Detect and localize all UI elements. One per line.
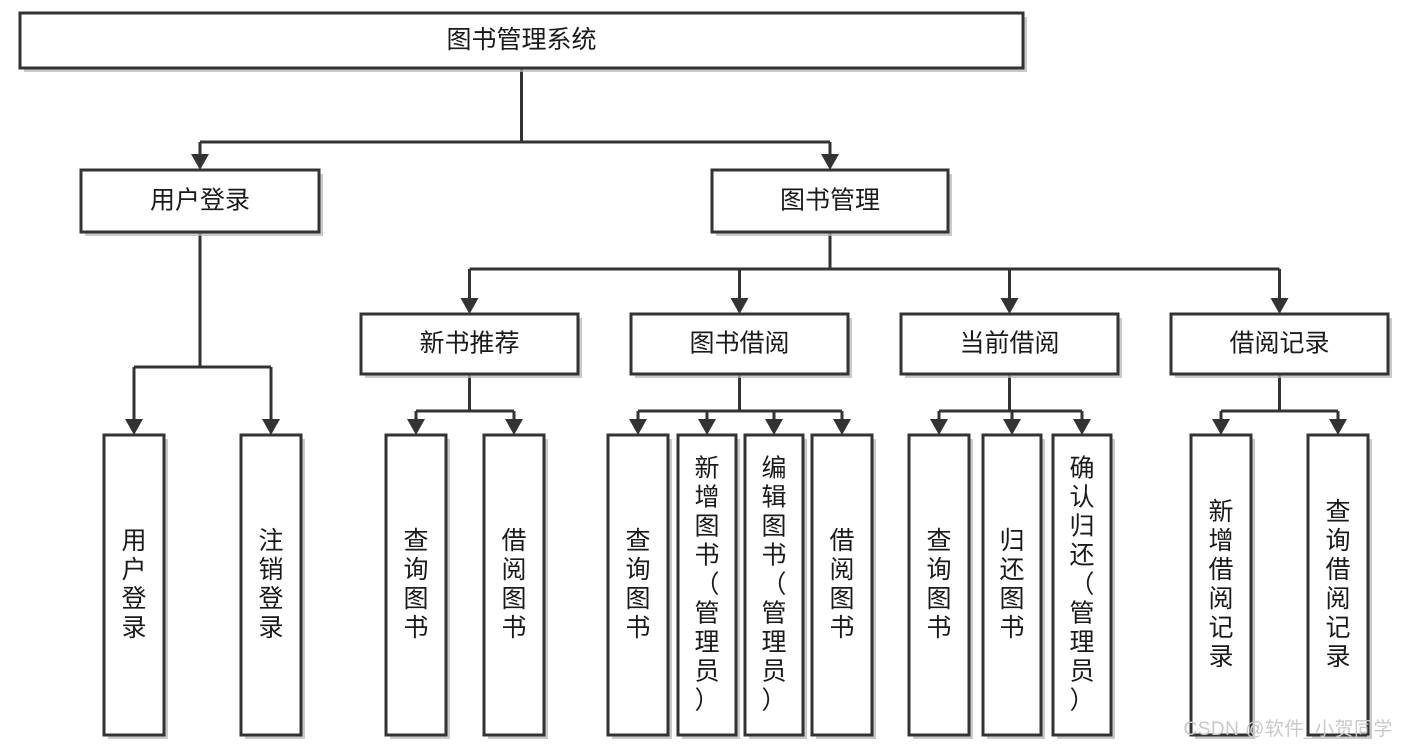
node-box[interactable] bbox=[1051, 433, 1113, 737]
arrow-head-icon bbox=[125, 419, 143, 435]
node-user-login[interactable]: 用户登录 bbox=[79, 168, 323, 236]
arrow-head-icon bbox=[505, 419, 523, 435]
node-box[interactable] bbox=[676, 433, 738, 737]
node-label: 查询图书 bbox=[625, 527, 650, 642]
node-box[interactable] bbox=[907, 433, 971, 737]
arrow-head-icon bbox=[1270, 298, 1289, 314]
arrow-head-icon bbox=[1073, 419, 1091, 435]
node-box[interactable] bbox=[981, 433, 1043, 737]
node-root[interactable]: 图书管理系统 bbox=[18, 11, 1027, 72]
node-label: 新增借阅记录 bbox=[1208, 498, 1233, 671]
node-label: 注销登录 bbox=[258, 527, 283, 642]
arrow-head-icon bbox=[407, 419, 425, 435]
node-leaf-borrow-lend[interactable]: 借阅图书 bbox=[810, 433, 876, 739]
node-label: 确认归还（管理员） bbox=[1069, 455, 1094, 715]
node-leaf-borrow-add[interactable]: 新增图书（管理员） bbox=[676, 433, 740, 739]
node-borrow-record[interactable]: 借阅记录 bbox=[1169, 312, 1392, 378]
arrow-head-icon bbox=[191, 154, 209, 170]
node-box[interactable] bbox=[710, 168, 950, 234]
arrow-head-icon bbox=[460, 298, 479, 314]
edge-group bbox=[125, 232, 280, 435]
arrow-head-icon bbox=[1003, 419, 1021, 435]
node-box[interactable] bbox=[743, 433, 805, 737]
edge-group bbox=[191, 68, 839, 170]
node-label: 借阅图书 bbox=[829, 527, 854, 642]
node-box[interactable] bbox=[482, 433, 546, 737]
node-leaf-cur-query[interactable]: 查询图书 bbox=[907, 433, 973, 739]
arrow-head-icon bbox=[698, 419, 716, 435]
node-label: 新增图书（管理员） bbox=[694, 455, 719, 715]
node-box[interactable] bbox=[899, 312, 1120, 376]
node-label: 查询图书 bbox=[403, 527, 428, 642]
node-box[interactable] bbox=[1189, 433, 1253, 737]
node-label: 查询图书 bbox=[926, 527, 951, 642]
node-leaf-rec-borrow[interactable]: 借阅图书 bbox=[482, 433, 548, 739]
arrow-head-icon bbox=[765, 419, 783, 435]
node-leaf-rec-query[interactable]: 查询图书 bbox=[384, 433, 450, 739]
edge-group bbox=[407, 374, 523, 435]
nodes-layer: 图书管理系统用户登录图书管理新书推荐图书借阅当前借阅借阅记录用户登录注销登录查询… bbox=[18, 11, 1392, 739]
node-leaf-cur-return[interactable]: 归还图书 bbox=[981, 433, 1045, 739]
node-label: 当前借阅 bbox=[959, 330, 1059, 358]
node-label: 新书推荐 bbox=[419, 330, 519, 358]
node-box[interactable] bbox=[810, 433, 874, 737]
node-leaf-borrow-query[interactable]: 查询图书 bbox=[606, 433, 672, 739]
node-leaf-user-login[interactable]: 用户登录 bbox=[102, 433, 168, 739]
arrow-head-icon bbox=[629, 419, 647, 435]
arrow-head-icon bbox=[1000, 298, 1019, 314]
arrow-head-icon bbox=[730, 298, 749, 314]
node-box[interactable] bbox=[606, 433, 670, 737]
node-leaf-rec-search[interactable]: 查询借阅记录 bbox=[1306, 433, 1372, 739]
node-leaf-cur-confirm[interactable]: 确认归还（管理员） bbox=[1051, 433, 1115, 739]
edges-layer bbox=[125, 68, 1347, 435]
node-box[interactable] bbox=[1306, 433, 1370, 737]
node-label: 图书借阅 bbox=[689, 330, 789, 358]
node-label: 用户登录 bbox=[150, 187, 250, 215]
node-label: 查询借阅记录 bbox=[1325, 498, 1350, 671]
node-box[interactable] bbox=[18, 11, 1025, 70]
node-label: 图书管理系统 bbox=[446, 26, 596, 54]
node-box[interactable] bbox=[629, 312, 850, 376]
node-book-manage[interactable]: 图书管理 bbox=[710, 168, 952, 236]
edge-group bbox=[629, 374, 851, 435]
arrow-head-icon bbox=[833, 419, 851, 435]
arrow-head-icon bbox=[1212, 419, 1230, 435]
node-box[interactable] bbox=[79, 168, 321, 234]
node-label: 借阅记录 bbox=[1229, 330, 1329, 358]
node-label: 用户登录 bbox=[121, 527, 146, 642]
node-leaf-borrow-edit[interactable]: 编辑图书（管理员） bbox=[743, 433, 807, 739]
node-label: 归还图书 bbox=[999, 527, 1024, 642]
node-box[interactable] bbox=[239, 433, 303, 737]
node-label: 图书管理 bbox=[780, 187, 880, 215]
arrow-head-icon bbox=[262, 419, 280, 435]
node-box[interactable] bbox=[102, 433, 166, 737]
node-box[interactable] bbox=[384, 433, 448, 737]
arrow-head-icon bbox=[821, 154, 839, 170]
node-book-borrow[interactable]: 图书借阅 bbox=[629, 312, 852, 378]
node-label: 借阅图书 bbox=[501, 527, 526, 642]
edge-group bbox=[1212, 374, 1347, 435]
arrow-head-icon bbox=[930, 419, 948, 435]
node-current-borrow[interactable]: 当前借阅 bbox=[899, 312, 1122, 378]
node-new-book-rec[interactable]: 新书推荐 bbox=[359, 312, 582, 378]
node-label: 编辑图书（管理员） bbox=[761, 455, 786, 715]
node-box[interactable] bbox=[1169, 312, 1390, 376]
node-leaf-user-logout[interactable]: 注销登录 bbox=[239, 433, 305, 739]
arrow-head-icon bbox=[1329, 419, 1347, 435]
edge-group bbox=[460, 232, 1289, 314]
node-box[interactable] bbox=[359, 312, 580, 376]
node-leaf-rec-add[interactable]: 新增借阅记录 bbox=[1189, 433, 1255, 739]
edge-group bbox=[930, 374, 1091, 435]
